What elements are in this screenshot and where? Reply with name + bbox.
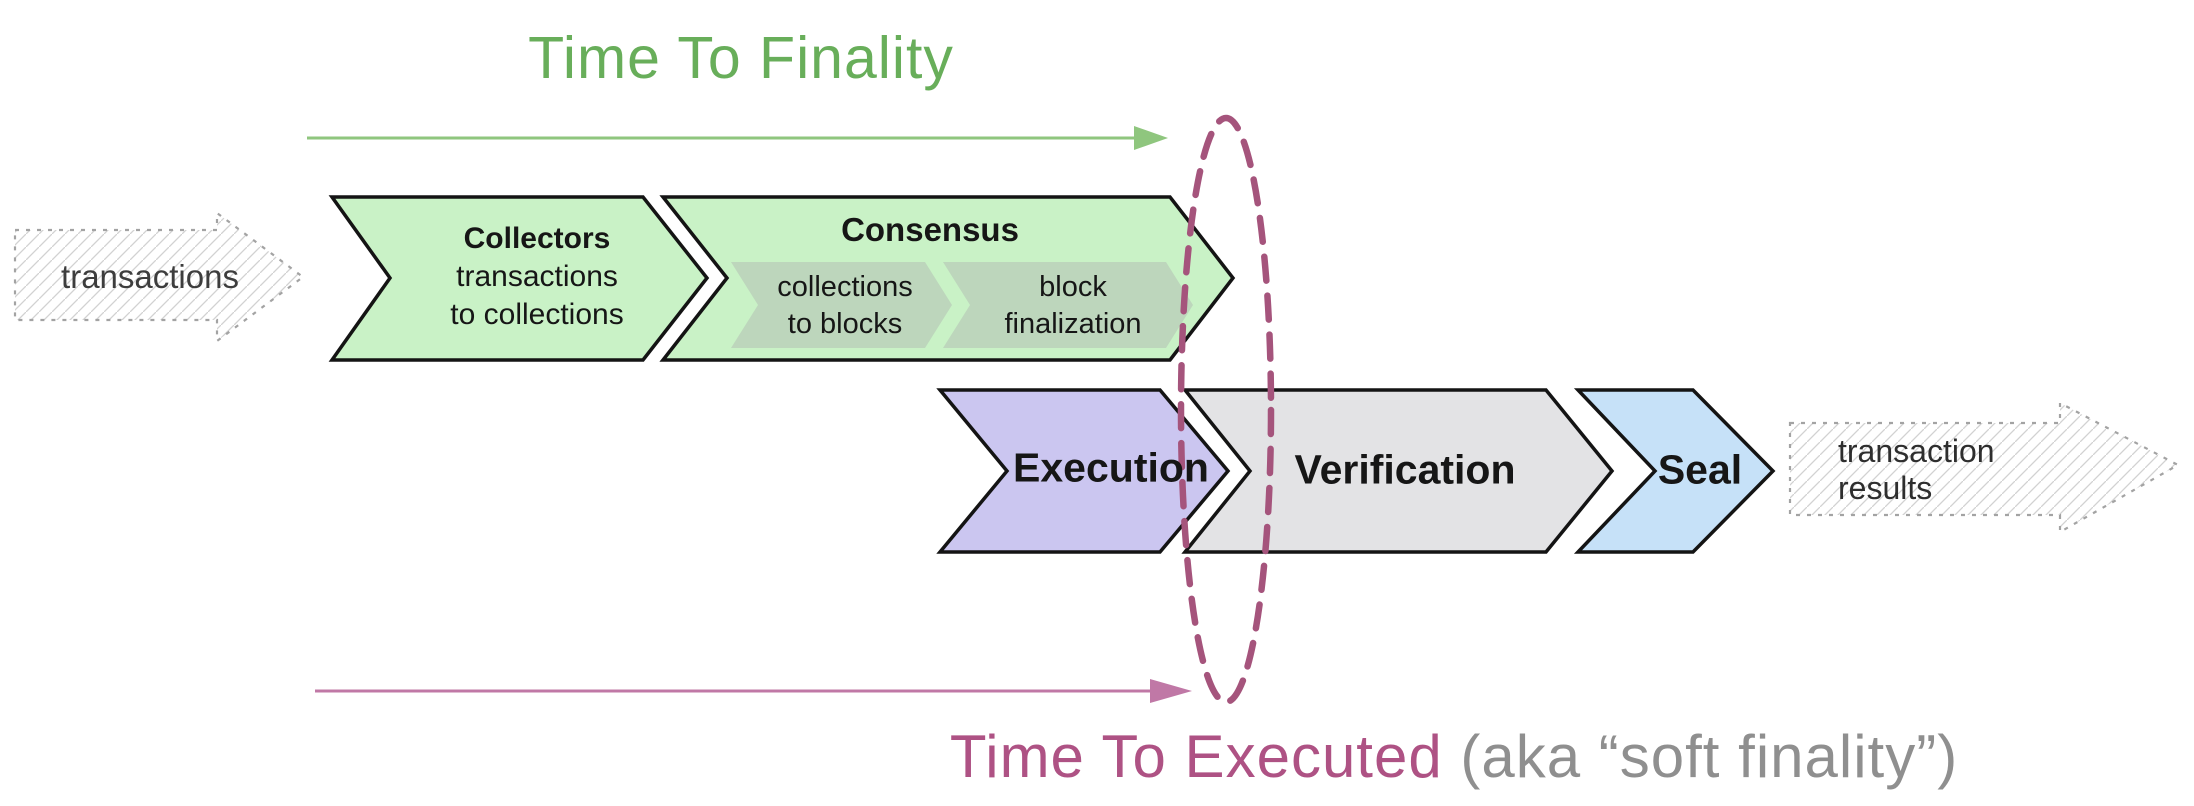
time-to-executed-title: Time To Executed (aka “soft finality”) xyxy=(950,722,1958,791)
executed-arrowhead-icon xyxy=(1150,679,1192,703)
executed-boundary-ellipse xyxy=(1177,114,1275,706)
block-finalization-subchevron xyxy=(943,262,1193,348)
collections-to-blocks-line2: to blocks xyxy=(787,308,903,340)
consensus-stage-title: Consensus xyxy=(841,211,1019,248)
collectors-stage-text: Collectors transactions to collections xyxy=(450,220,623,334)
time-to-executed-text: Time To Executed xyxy=(949,723,1443,790)
collections-to-blocks-subchevron xyxy=(731,262,952,348)
execution-chevron xyxy=(936,388,1231,554)
collections-to-blocks-line1: collections xyxy=(777,271,913,303)
collections-to-blocks-text: collections to blocks xyxy=(777,269,912,343)
time-to-finality-title: Time To Finality xyxy=(528,25,954,91)
collectors-stage-line1: transactions xyxy=(456,260,618,293)
time-to-finality-arrow xyxy=(307,126,1168,150)
transaction-results-output-label: transaction results xyxy=(1838,433,1995,507)
block-finalization-line1: block xyxy=(1039,271,1107,303)
seal-chevron xyxy=(1573,388,1776,554)
collectors-chevron xyxy=(328,195,710,362)
verification-chevron xyxy=(1181,388,1615,554)
execution-stage-title: Execution xyxy=(1013,444,1209,491)
transaction-results-output-arrow xyxy=(1788,401,2181,534)
output-label-line2: results xyxy=(1838,470,1933,506)
collectors-stage-line2: to collections xyxy=(450,298,624,331)
block-finalization-line2: finalization xyxy=(1004,308,1142,340)
collectors-stage-title: Collectors xyxy=(463,222,611,255)
soft-finality-note: (aka “soft finality”) xyxy=(1460,723,1959,790)
transactions-input-arrow xyxy=(13,210,305,344)
finality-arrowhead-icon xyxy=(1134,126,1168,150)
verification-stage-title: Verification xyxy=(1294,446,1516,493)
output-label-line1: transaction xyxy=(1838,433,1995,469)
transactions-input-label: transactions xyxy=(61,258,239,295)
time-to-executed-arrow xyxy=(315,679,1192,703)
seal-stage-title: Seal xyxy=(1657,446,1743,493)
block-finalization-text: block finalization xyxy=(1004,269,1141,343)
